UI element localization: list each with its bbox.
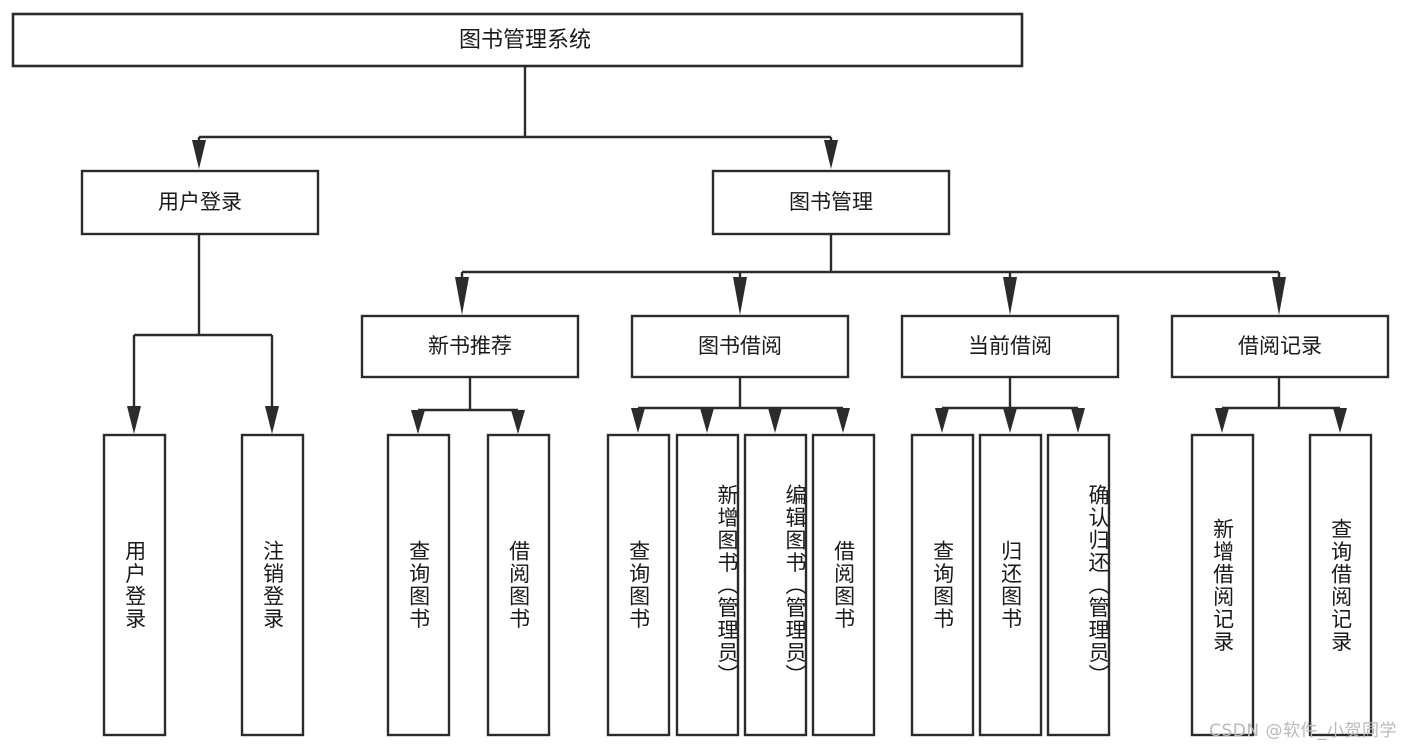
- arrow-to-new-book-rec: [455, 277, 469, 315]
- node-current-borrow-label: 当前借阅: [968, 334, 1052, 358]
- node-book-manage-label: 图书管理: [789, 190, 873, 214]
- node-book-manage-box[interactable]: [711, 169, 951, 236]
- node-root-label: 图书管理系统: [459, 28, 591, 53]
- leaf-edit-book-box[interactable]: [743, 433, 808, 737]
- edges-group: [127, 66, 1347, 434]
- arrow-to-leaf-add-record: [1215, 408, 1229, 433]
- arrow-to-leaf-query-record: [1333, 408, 1347, 433]
- node-new-book-rec-label: 新书推荐: [428, 334, 512, 358]
- leaf-user-login-box[interactable]: [102, 433, 167, 737]
- arrow-to-borrow-record: [1272, 277, 1286, 315]
- node-book-borrow-label: 图书借阅: [698, 334, 782, 358]
- arrow-to-leaf-query-book-2: [631, 408, 645, 433]
- node-new-book-rec[interactable]: 新书推荐: [360, 314, 580, 379]
- arrow-to-current-borrow: [1003, 277, 1017, 315]
- arrow-to-leaf-confirm-return: [1071, 408, 1085, 433]
- arrow-to-leaf-borrow-book-2: [836, 408, 850, 433]
- leaf-borrow-book-2-box[interactable]: [811, 433, 876, 737]
- leaf-query-book-2-box[interactable]: [606, 433, 671, 737]
- node-current-borrow[interactable]: 当前借阅: [900, 314, 1120, 379]
- leaf-add-book-box[interactable]: [675, 433, 740, 737]
- leaf-user-logout-box[interactable]: [240, 433, 305, 737]
- node-root-box[interactable]: [11, 12, 1024, 68]
- leaf-query-book-1-box[interactable]: [386, 433, 451, 737]
- node-borrow-record-box[interactable]: [1170, 314, 1390, 379]
- arrow-to-leaf-query-book-1: [411, 410, 425, 434]
- leaf-confirm-return-box[interactable]: [1046, 433, 1111, 737]
- leaf-boxes-group: [102, 433, 1373, 737]
- arrow-to-leaf-user-login: [127, 406, 141, 434]
- watermark: CSDN @软件_小贺同学: [1209, 721, 1397, 741]
- node-book-borrow[interactable]: 图书借阅: [630, 314, 850, 379]
- node-book-borrow-box[interactable]: [630, 314, 850, 379]
- node-borrow-record[interactable]: 借阅记录: [1170, 314, 1390, 379]
- arrow-to-leaf-add-book: [700, 408, 714, 433]
- node-user-login-label: 用户登录: [158, 190, 242, 214]
- arrow-to-leaf-user-logout: [265, 406, 279, 434]
- leaf-borrow-book-1-box[interactable]: [486, 433, 551, 737]
- node-book-manage[interactable]: 图书管理: [711, 169, 951, 236]
- node-current-borrow-box[interactable]: [900, 314, 1120, 379]
- arrow-to-leaf-edit-book: [768, 408, 782, 433]
- arrow-to-book-borrow: [733, 277, 747, 315]
- arrow-to-book-manage: [824, 140, 838, 169]
- leaf-query-book-3-box[interactable]: [910, 433, 975, 737]
- arrow-to-user-login: [192, 140, 206, 169]
- node-borrow-record-label: 借阅记录: [1238, 334, 1322, 358]
- leaf-add-record-box[interactable]: [1190, 433, 1255, 737]
- node-user-login[interactable]: 用户登录: [80, 169, 320, 236]
- node-root[interactable]: 图书管理系统: [11, 12, 1024, 68]
- node-user-login-box[interactable]: [80, 169, 320, 236]
- leaf-return-book-box[interactable]: [978, 433, 1043, 737]
- arrow-to-leaf-borrow-book-1: [511, 410, 525, 434]
- arrow-to-leaf-return-book: [1003, 408, 1017, 433]
- leaf-query-record-box[interactable]: [1308, 433, 1373, 737]
- arrow-to-leaf-query-book-3: [935, 408, 949, 433]
- node-new-book-rec-box[interactable]: [360, 314, 580, 379]
